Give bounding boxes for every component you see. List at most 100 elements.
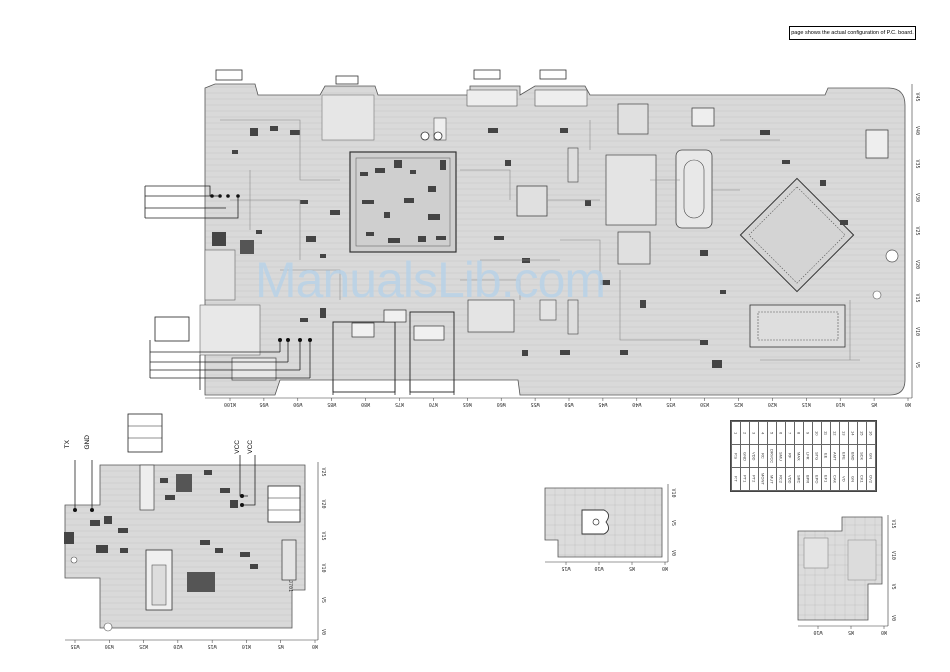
main-board (144, 69, 906, 396)
axis-tick-label: W25 (734, 401, 743, 407)
axis-tick-label: V5 (914, 362, 920, 368)
pin-table-cell: GN (866, 444, 876, 468)
axis-tick-label: W0 (905, 401, 911, 407)
pin-table-cell: 3 (749, 421, 759, 445)
pin-table-cell: MAX (794, 444, 804, 468)
pin-table-cell: 9 (803, 421, 813, 445)
axis-tick-label: V5 (890, 584, 896, 590)
signal-vcc2-label: VCC (247, 440, 254, 454)
main-board-axes (205, 84, 913, 399)
pin-table-cell: PT1 (740, 467, 750, 491)
signal-tx-label: TX (64, 440, 71, 449)
axis-tick-label: V10 (914, 327, 920, 336)
axis-tick-label: W5 (871, 401, 877, 407)
pin-table-cell: 16 (866, 421, 876, 445)
axis-tick-label: V25 (320, 467, 326, 476)
axis-tick-label: W100 (224, 401, 236, 407)
axis-tick-label: W45 (598, 401, 607, 407)
axis-tick-label: W10 (594, 565, 603, 571)
axis-tick-label: V10 (890, 551, 896, 560)
pin-table-cell: 15 (857, 421, 867, 445)
signal-gnd-label: GND (84, 435, 91, 450)
pin-table-cell: 14 (848, 421, 858, 445)
pin-table-cell: RC2 (776, 467, 786, 491)
pin-table-cell: 12 (830, 421, 840, 445)
pin-table-cell: LFR (803, 444, 813, 468)
axis-tick-label: W5 (278, 643, 284, 649)
pin-table-cell: VDD (785, 467, 795, 491)
pin-table-cell: 7 (785, 421, 795, 445)
pin-table-cell: CAK (830, 467, 840, 491)
pin-table-cell: STG (812, 444, 822, 468)
axis-tick-label: V30 (914, 193, 920, 202)
axis-tick-label: V0 (890, 615, 896, 621)
axis-tick-label: V0 (320, 629, 326, 635)
pin-table-cell: EE (821, 444, 831, 468)
pin-table-cell: VO (839, 467, 849, 491)
axis-tick-label: W95 (259, 401, 268, 407)
axis-tick-label: W60 (497, 401, 506, 407)
pin-table-cell: OV2 (866, 467, 876, 491)
pin-table-cell: CK1 (857, 467, 867, 491)
axis-tick-label: W10 (813, 629, 822, 635)
axis-tick-label: W0 (881, 629, 887, 635)
pin-table-cell: EFE (839, 444, 849, 468)
axis-tick-label: W35 (70, 643, 79, 649)
sub-board-2 (544, 484, 669, 563)
axis-tick-label: V20 (320, 499, 326, 508)
axis-tick-label: V10 (320, 563, 326, 572)
axis-tick-label: W90 (293, 401, 302, 407)
pin-table-cell: P.S (731, 444, 741, 468)
sub-board-1 (64, 413, 319, 641)
pin-table-cell: SMU (776, 444, 786, 468)
axis-tick-label: W15 (561, 565, 570, 571)
pin-table-cell: 4 (758, 421, 768, 445)
pin-table-cell: GN (848, 467, 858, 491)
axis-tick-label: W20 (768, 401, 777, 407)
axis-tick-label: W5 (629, 565, 635, 571)
axis-tick-label: V5 (670, 520, 676, 526)
pin-table-cell: 13 (839, 421, 849, 445)
sub-board-3 (797, 515, 889, 627)
pin-table-cell: 5 (767, 421, 777, 445)
axis-tick-label: W10 (242, 643, 251, 649)
axis-tick-label: W70 (429, 401, 438, 407)
axis-tick-label: V10 (670, 488, 676, 497)
axis-tick-label: W75 (395, 401, 404, 407)
pin-table-cell: 10 (812, 421, 822, 445)
pin-table-cell: AMT (830, 444, 840, 468)
pin-table-cell: PT2 (749, 467, 759, 491)
axis-tick-label: V25 (914, 226, 920, 235)
axis-tick-label: W30 (105, 643, 114, 649)
axis-tick-label: W85 (327, 401, 336, 407)
watermark: ManualsLib.com (255, 252, 606, 308)
axis-tick-label: V15 (890, 519, 896, 528)
pin-table-cell: RF (785, 444, 795, 468)
pin-table-cell: RC (758, 444, 768, 468)
axis-tick-label: W15 (208, 643, 217, 649)
sub2-x-axis-labels: W15 W10 W5 W0 (561, 562, 668, 571)
connector-label: J701 (287, 580, 293, 592)
axis-tick-label: V15 (914, 293, 920, 302)
axis-tick-label: W10 (836, 401, 845, 407)
pin-table-cell: BPR (803, 467, 813, 491)
pin-table-cell: BND (848, 444, 858, 468)
axis-tick-label: V45 (914, 92, 920, 101)
axis-tick-label: W30 (700, 401, 709, 407)
header-note: page shows the actual configuration of P… (789, 26, 916, 40)
pin-table-cell: EPO (812, 467, 822, 491)
axis-tick-label: V20 (914, 260, 920, 269)
signal-vcc-label: VCC (234, 440, 241, 454)
axis-tick-label: W0 (662, 565, 668, 571)
pin-table-cell: GND (740, 444, 750, 468)
